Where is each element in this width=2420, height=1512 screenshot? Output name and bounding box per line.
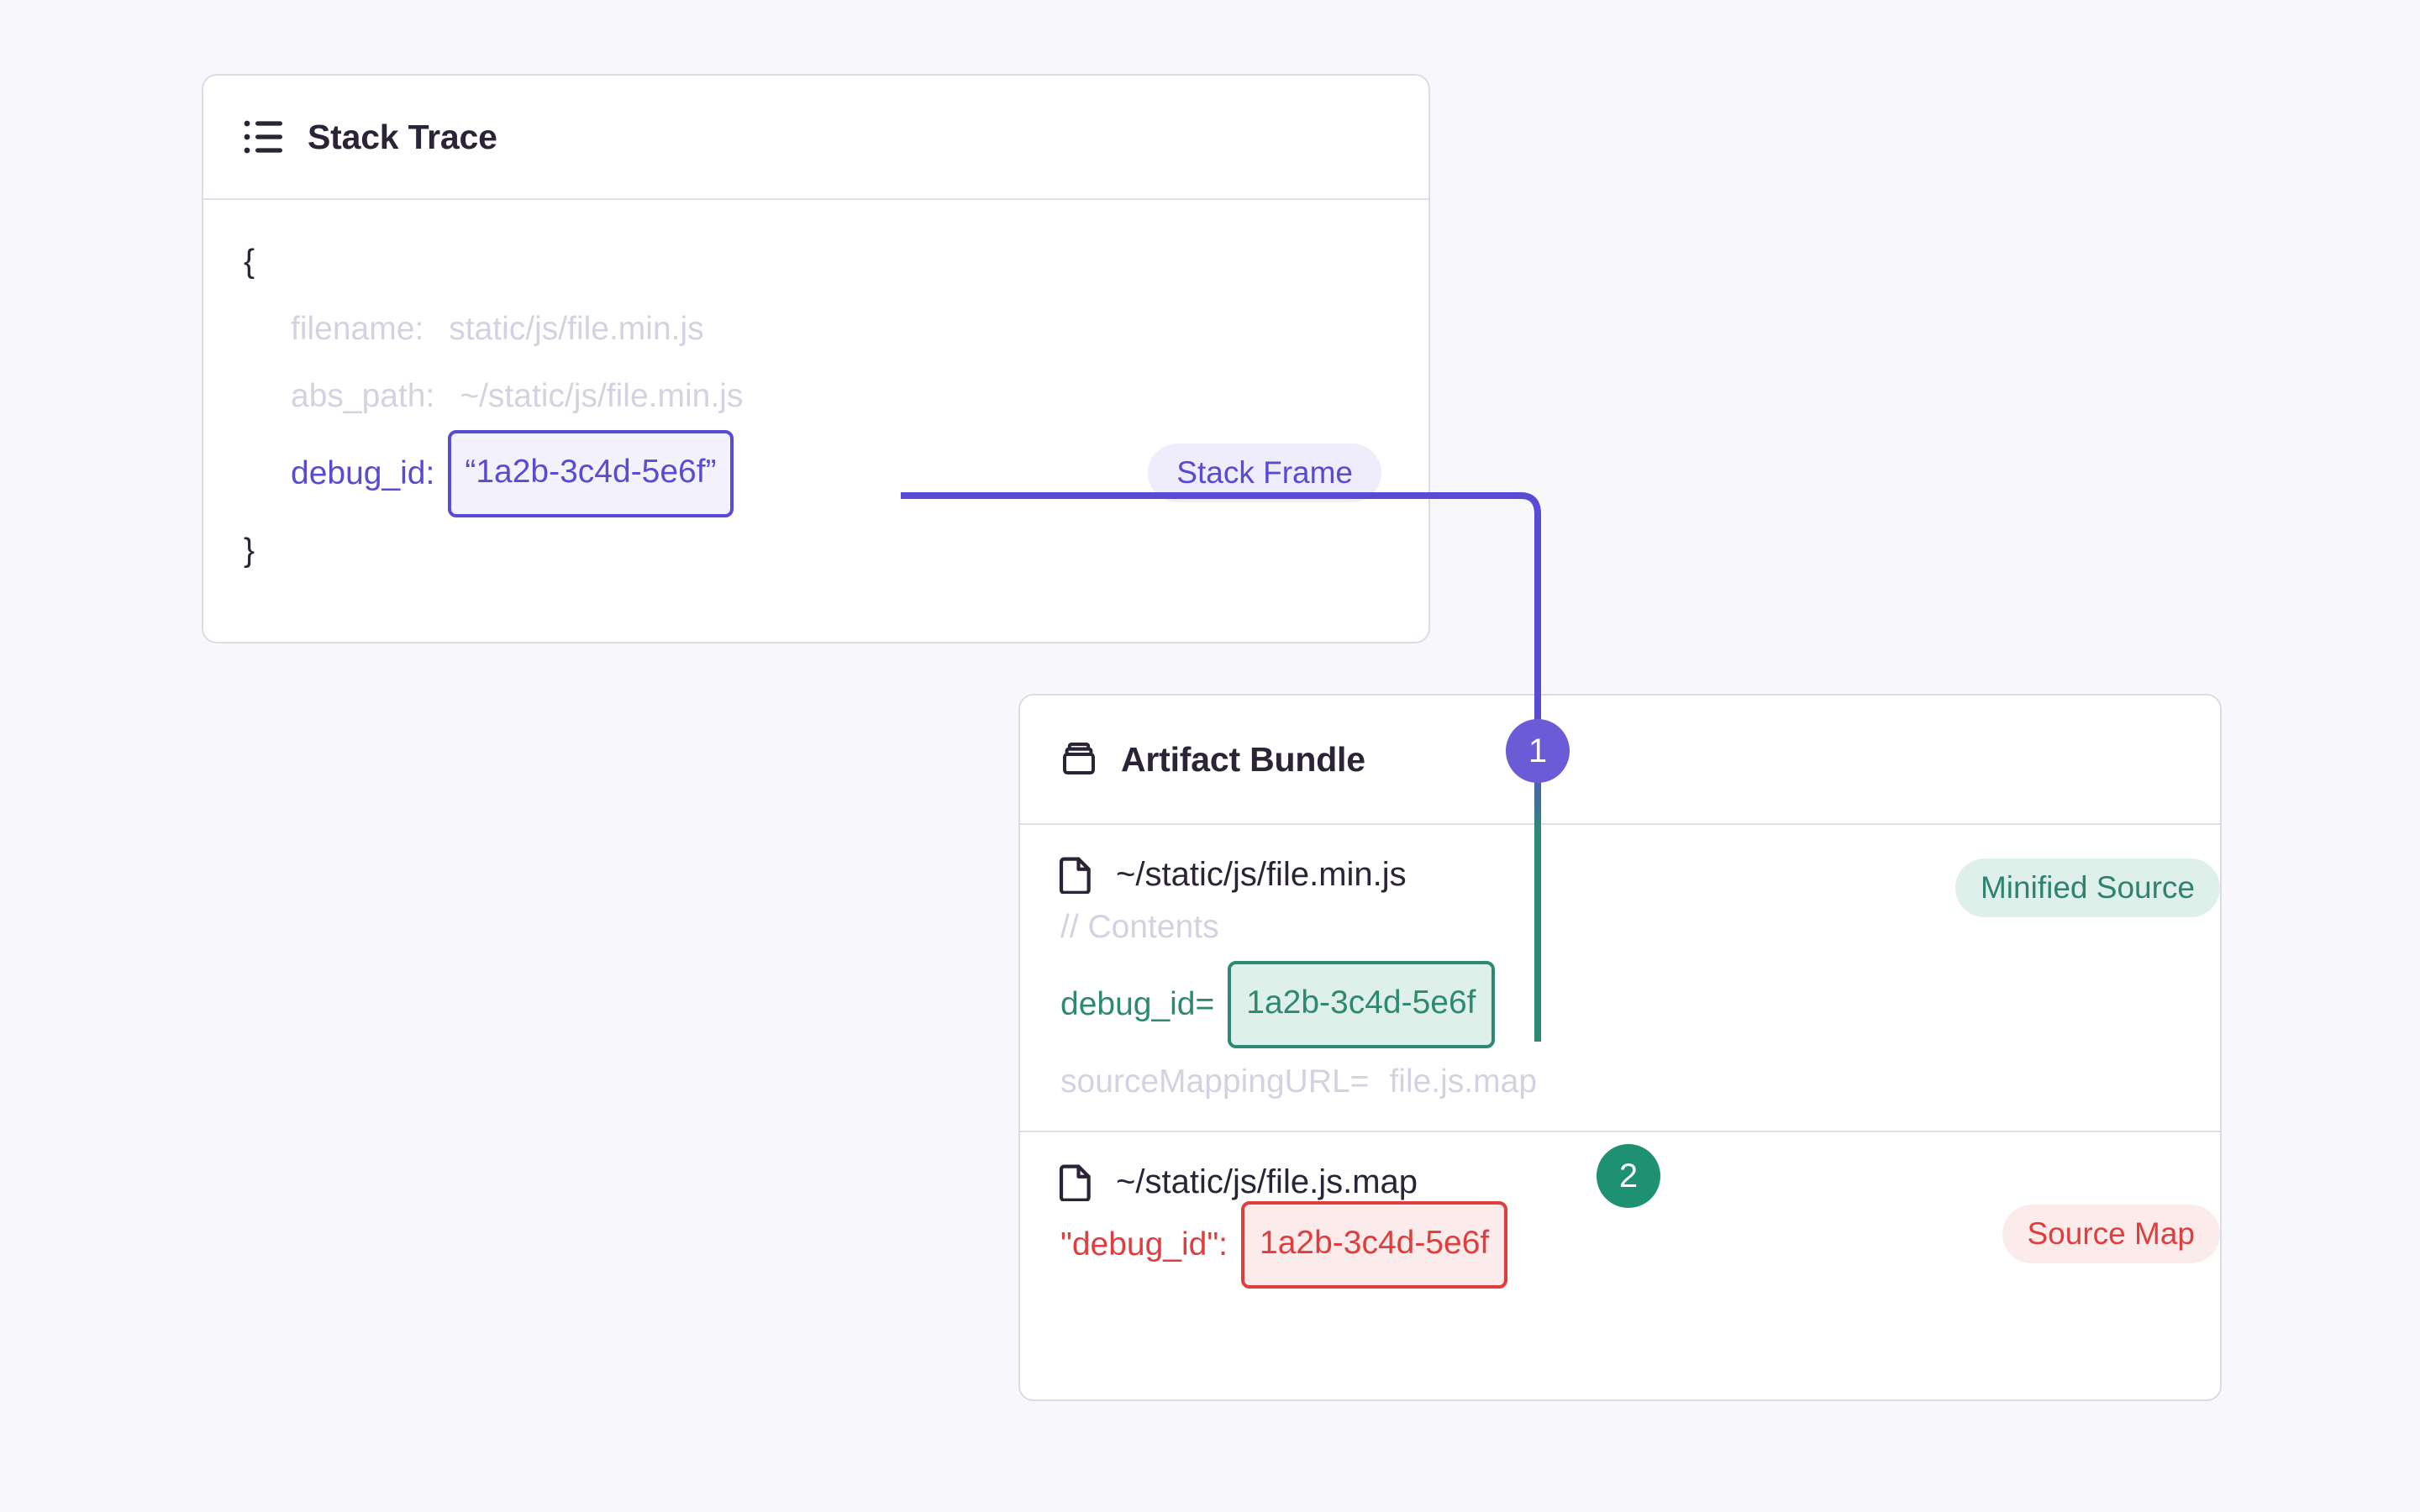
field-filename-key: filename: (291, 311, 424, 347)
field-abs-path: abs_path: ~/static/js/file.min.js (203, 363, 1428, 430)
field-debug-id-key: debug_id: (291, 455, 435, 491)
source-map-file-row: ~/static/js/file.js.map (1020, 1163, 2220, 1201)
field-filename: filename: static/js/file.min.js (203, 296, 1428, 363)
source-map-debug-id-value[interactable]: 1a2b-3c4d-5e6f (1241, 1201, 1508, 1289)
artifact-bundle-title: Artifact Bundle (1121, 739, 1365, 779)
minified-source-file-name: ~/static/js/file.min.js (1116, 855, 1407, 893)
artifact-bundle-card: Artifact Bundle ~/static/js/file.min.js … (1018, 694, 2222, 1401)
minified-source-debug-id-value[interactable]: 1a2b-3c4d-5e6f (1228, 961, 1495, 1048)
field-filename-value: static/js/file.min.js (449, 311, 704, 347)
minified-source-comment-text: // Contents (1060, 909, 1219, 945)
minified-source-debug-id-key: debug_id= (1060, 986, 1215, 1022)
stacktrace-debug-id-value[interactable]: “1a2b-3c4d-5e6f” (448, 430, 734, 517)
minified-source-badge: Minified Source (1954, 858, 2220, 917)
file-icon (1059, 1163, 1094, 1201)
step-badge-2: 2 (1597, 1144, 1660, 1208)
file-icon (1059, 855, 1094, 894)
minified-source-sourcemappingurl-value: file.js.map (1389, 1063, 1538, 1100)
stack-trace-card-header: Stack Trace (203, 76, 1428, 198)
stack-trace-header-divider (203, 198, 1428, 200)
artifact-bundle-section-divider (1020, 1131, 2220, 1132)
stack-trace-card: Stack Trace Stack Frame { filename: stat… (202, 74, 1430, 643)
stack-frame-badge: Stack Frame (1148, 444, 1381, 502)
minified-source-sourcemappingurl-key: sourceMappingURL= (1060, 1063, 1370, 1100)
minified-source-sourcemappingurl-line: sourceMappingURL= file.js.map (1020, 1048, 2220, 1116)
source-map-file-name: ~/static/js/file.js.map (1116, 1163, 1418, 1200)
field-debug-id: debug_id: “1a2b-3c4d-5e6f” (203, 430, 1428, 517)
source-map-section: ~/static/js/file.js.map "debug_id": 1a2b… (1020, 1132, 2220, 1289)
field-abs-path-value: ~/static/js/file.min.js (460, 378, 744, 414)
artifact-bundle-header-divider (1020, 823, 2220, 825)
list-icon (244, 118, 284, 155)
archive-box-icon (1059, 739, 1099, 780)
source-map-debug-id-line: "debug_id": 1a2b-3c4d-5e6f (1020, 1201, 2220, 1289)
minified-source-debug-id-line: debug_id= 1a2b-3c4d-5e6f (1020, 961, 2220, 1048)
artifact-bundle-card-header: Artifact Bundle (1020, 696, 2220, 823)
stack-trace-body: Stack Frame { filename: static/js/file.m… (203, 200, 1428, 643)
step-badge-1: 1 (1506, 719, 1570, 783)
source-map-badge: Source Map (2002, 1205, 2220, 1263)
json-close-brace: } (244, 533, 255, 569)
json-open-brace: { (244, 244, 255, 280)
source-map-debug-id-key: "debug_id": (1060, 1226, 1228, 1263)
stack-trace-title: Stack Trace (308, 117, 497, 156)
field-abs-path-key: abs_path: (291, 378, 435, 414)
